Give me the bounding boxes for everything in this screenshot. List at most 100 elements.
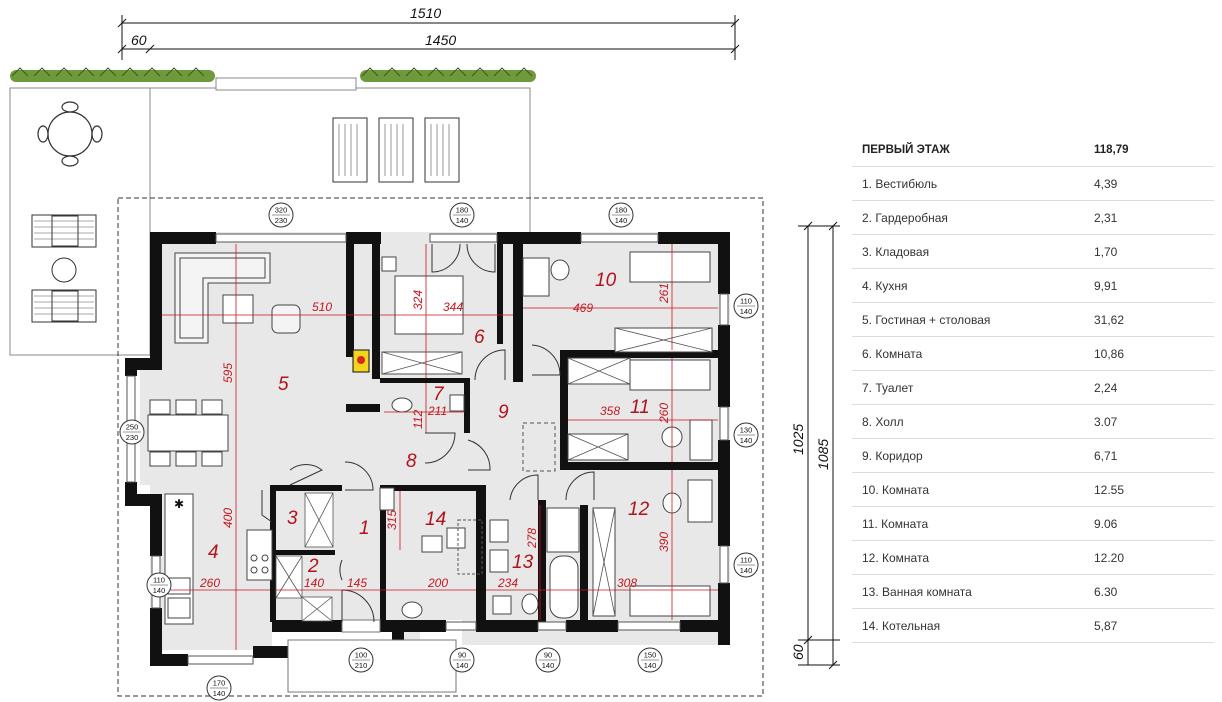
- room-number-14: 14: [425, 509, 446, 530]
- legend-room-name: 10. Комната: [862, 482, 930, 497]
- hedge-left: [10, 70, 215, 82]
- legend-room-area: 3.07: [1094, 414, 1118, 429]
- extractor-icon: ✱: [174, 497, 184, 511]
- room-number-9: 9: [498, 402, 509, 423]
- sofa: [174, 252, 271, 344]
- dim-200: 200: [427, 576, 448, 590]
- window-height: 140: [615, 216, 628, 225]
- window-height: 140: [542, 661, 555, 670]
- window-height: 230: [275, 216, 288, 225]
- window-width: 170: [213, 679, 226, 688]
- room-number-11: 11: [630, 397, 650, 418]
- door-swings: [261, 243, 595, 623]
- dim-400: 400: [221, 508, 235, 528]
- legend-room-area: 12.55: [1094, 482, 1125, 497]
- hedge-right: [360, 70, 536, 82]
- hall-rug: [522, 422, 556, 472]
- dim-depth-main: 1025: [790, 424, 806, 455]
- legend-row: 10. Комната 12.55: [852, 473, 1214, 507]
- legend-header: ПЕРВЫЙ ЭТАЖ 118,79: [852, 133, 1214, 167]
- room-number-10: 10: [595, 270, 617, 291]
- sun-loungers: [332, 117, 460, 183]
- window-width: 110: [740, 297, 752, 306]
- legend-row: 1. Вестибюль 4,39: [852, 167, 1214, 201]
- dim-595: 595: [221, 363, 235, 383]
- legend-room-name: 3. Кладовая: [862, 244, 930, 259]
- boiler-flame-icon: [357, 356, 365, 364]
- interior-walls: [270, 232, 718, 622]
- dim-211: 211: [427, 404, 447, 418]
- window-width: 90: [544, 651, 552, 660]
- legend-room-area: 2,24: [1094, 380, 1118, 395]
- overall-width-dimension: [117, 15, 740, 60]
- dim-234: 234: [497, 576, 518, 590]
- legend-room-area: 9,91: [1094, 278, 1118, 293]
- legend-room-name: 8. Холл: [862, 414, 904, 429]
- lounger-slats: [338, 124, 450, 176]
- window-height: 140: [740, 436, 753, 445]
- window-height: 140: [644, 661, 657, 670]
- legend-room-name: 5. Гостиная + столовая: [862, 312, 991, 327]
- room-number-6: 6: [474, 327, 485, 348]
- legend-room-area: 1,70: [1094, 244, 1118, 259]
- overall-depth-dimension: [798, 221, 840, 670]
- dining-table: [147, 399, 229, 467]
- bathroom-fixtures: [489, 507, 580, 619]
- room-number-5: 5: [278, 374, 289, 395]
- dim-145: 145: [347, 576, 367, 590]
- window-width: 100: [355, 651, 368, 660]
- deck-slats: [34, 220, 94, 315]
- window-height: 140: [456, 661, 469, 670]
- dim-depth-offset: 60: [790, 644, 806, 660]
- boiler-room-equipment: [379, 487, 466, 619]
- legend-room-area: 6,71: [1094, 448, 1118, 463]
- room-labels: 1 2 3 4 5 6 7 8 9 10 11 12 13 14: [208, 270, 650, 577]
- boiler-dashed-area: [457, 519, 483, 575]
- legend-room-area: 4,39: [1094, 176, 1118, 191]
- window-width: 90: [458, 651, 466, 660]
- legend-room-area: 5,87: [1094, 618, 1118, 633]
- legend-room-name: 6. Комната: [862, 346, 923, 361]
- roof-outline: [117, 197, 764, 697]
- legend-room-name: 7. Туалет: [862, 380, 914, 395]
- legend-room-area: 2,31: [1094, 210, 1118, 225]
- window-height: 140: [153, 586, 166, 595]
- dim-260-r11: 260: [657, 403, 671, 424]
- legend-room-name: 12. Комната: [862, 550, 930, 565]
- interior-dim-lines: [162, 244, 718, 650]
- window-width: 150: [644, 651, 657, 660]
- window-height: 210: [355, 661, 368, 670]
- dim-308: 308: [617, 576, 637, 590]
- room-number-8: 8: [406, 451, 417, 472]
- dim-358: 358: [600, 404, 620, 418]
- window-size-tags: 3202301801401801401101402502301301401101…: [119, 202, 759, 701]
- kitchen-counter: [164, 493, 273, 625]
- floor-plan: 1510 60 1450 1025 1085 60: [9, 5, 840, 701]
- window-height: 140: [740, 566, 753, 575]
- legend-row: 3. Кладовая 1,70: [852, 235, 1214, 269]
- entrance-door-frame: [341, 619, 381, 633]
- entrance-steps: [287, 639, 457, 693]
- dim-offset: 60: [131, 32, 147, 48]
- dim-469: 469: [573, 301, 593, 315]
- legend-row: 7. Туалет 2,24: [852, 371, 1214, 405]
- dim-depth-total: 1085: [815, 439, 831, 470]
- legend-room-name: 14. Котельная: [862, 618, 941, 633]
- window-width: 130: [740, 426, 753, 435]
- legend-room-name: 1. Вестибюль: [862, 176, 938, 191]
- window-width: 250: [126, 423, 139, 432]
